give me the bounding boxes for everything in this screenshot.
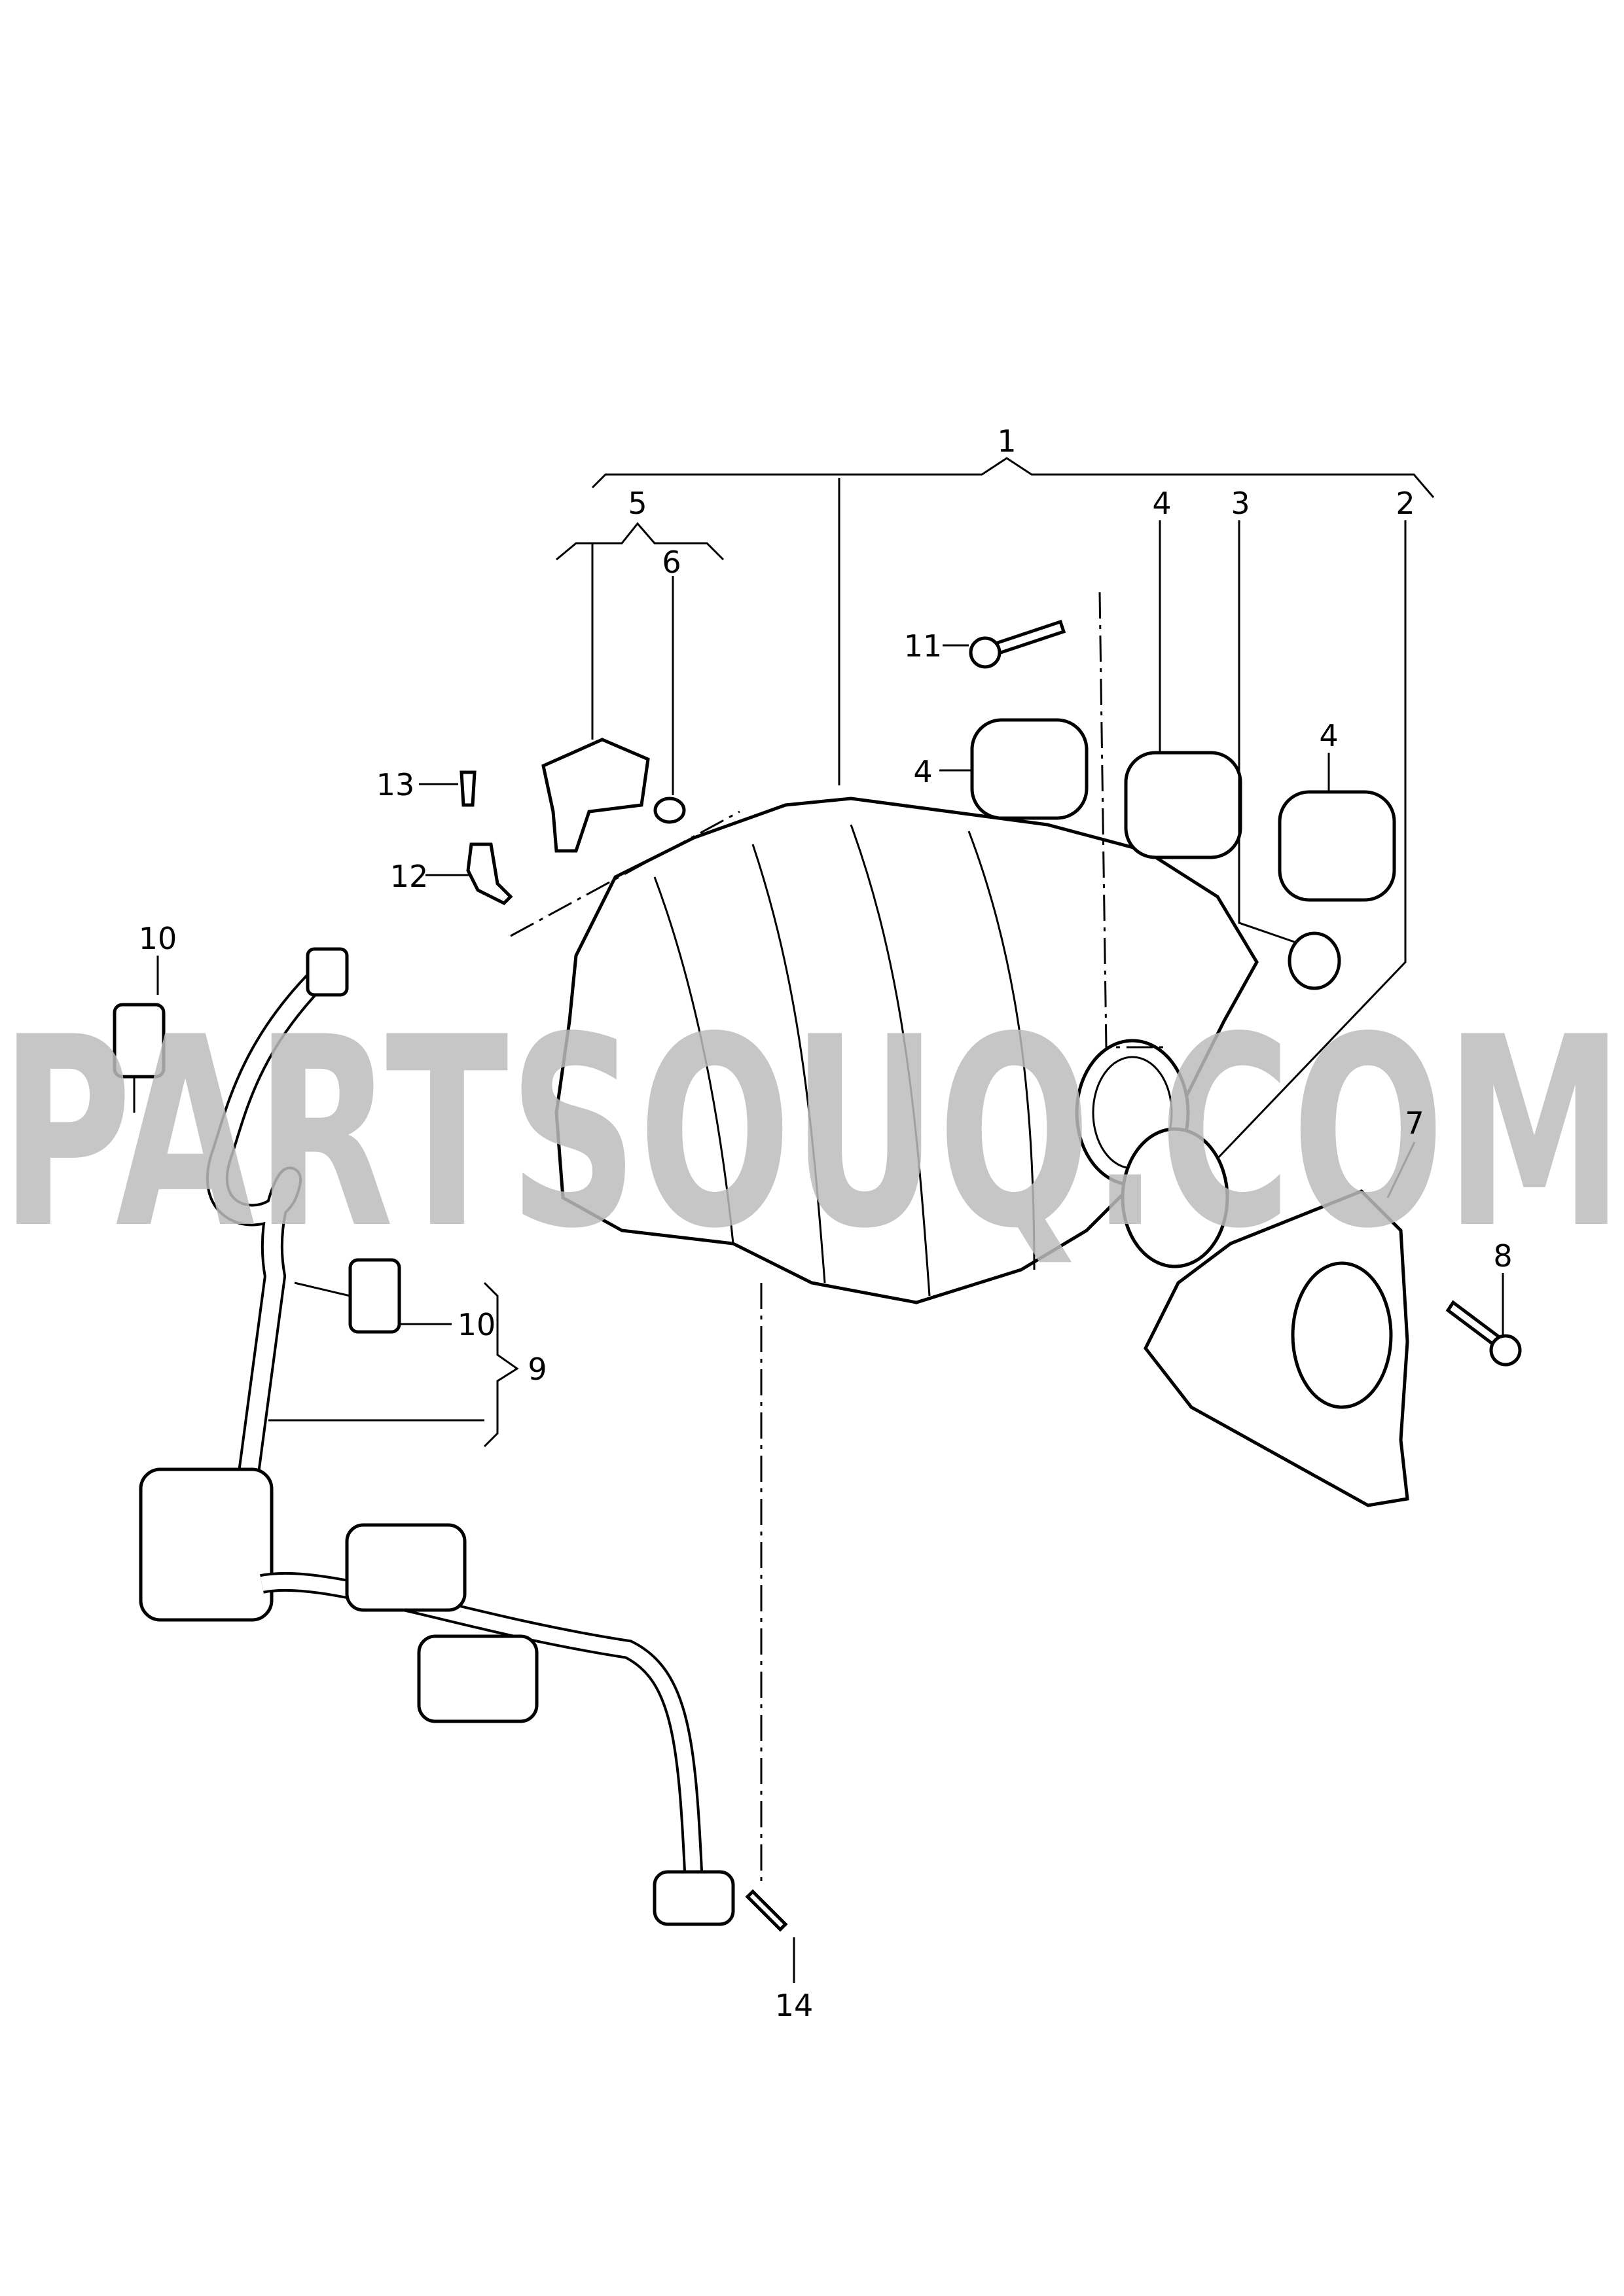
callout-2: 2 <box>1396 486 1415 521</box>
callout-4: 4 <box>1319 718 1338 753</box>
manifold-gasket <box>1124 751 1242 859</box>
callout-4: 4 <box>1152 486 1171 521</box>
callout-14: 14 <box>775 1988 814 2023</box>
clip <box>113 1003 166 1079</box>
watermark: PARTSOUQ.COM <box>0 982 1624 1286</box>
vacuum-hose-assembly <box>139 947 735 1926</box>
callout-12: 12 <box>390 859 429 894</box>
callout-7: 7 <box>1405 1105 1424 1141</box>
callout-13: 13 <box>376 767 415 802</box>
callout-6: 6 <box>662 545 681 580</box>
seal-ring <box>1288 931 1341 990</box>
callout-1: 1 <box>997 423 1016 459</box>
pressure-sensor <box>541 738 650 853</box>
bolt-14 <box>745 1889 788 1932</box>
bracket <box>466 842 513 906</box>
bolt-13 <box>460 770 477 807</box>
callout-4: 4 <box>913 754 932 789</box>
bolt-head <box>1489 1334 1522 1367</box>
manifold-gasket <box>1278 790 1396 902</box>
callout-3: 3 <box>1231 486 1250 521</box>
callout-5: 5 <box>628 486 647 521</box>
callout-10: 10 <box>139 921 177 956</box>
callout-11: 11 <box>904 628 943 664</box>
callout-8: 8 <box>1493 1238 1512 1274</box>
throttle-valve-control-unit <box>1144 1189 1409 1507</box>
callout-10: 10 <box>458 1307 496 1342</box>
o-ring <box>653 797 686 824</box>
manifold-gasket <box>970 718 1089 820</box>
callout-9: 9 <box>528 1352 547 1387</box>
bolt-head <box>969 636 1001 669</box>
throttle-valve-gasket <box>1121 1127 1229 1268</box>
